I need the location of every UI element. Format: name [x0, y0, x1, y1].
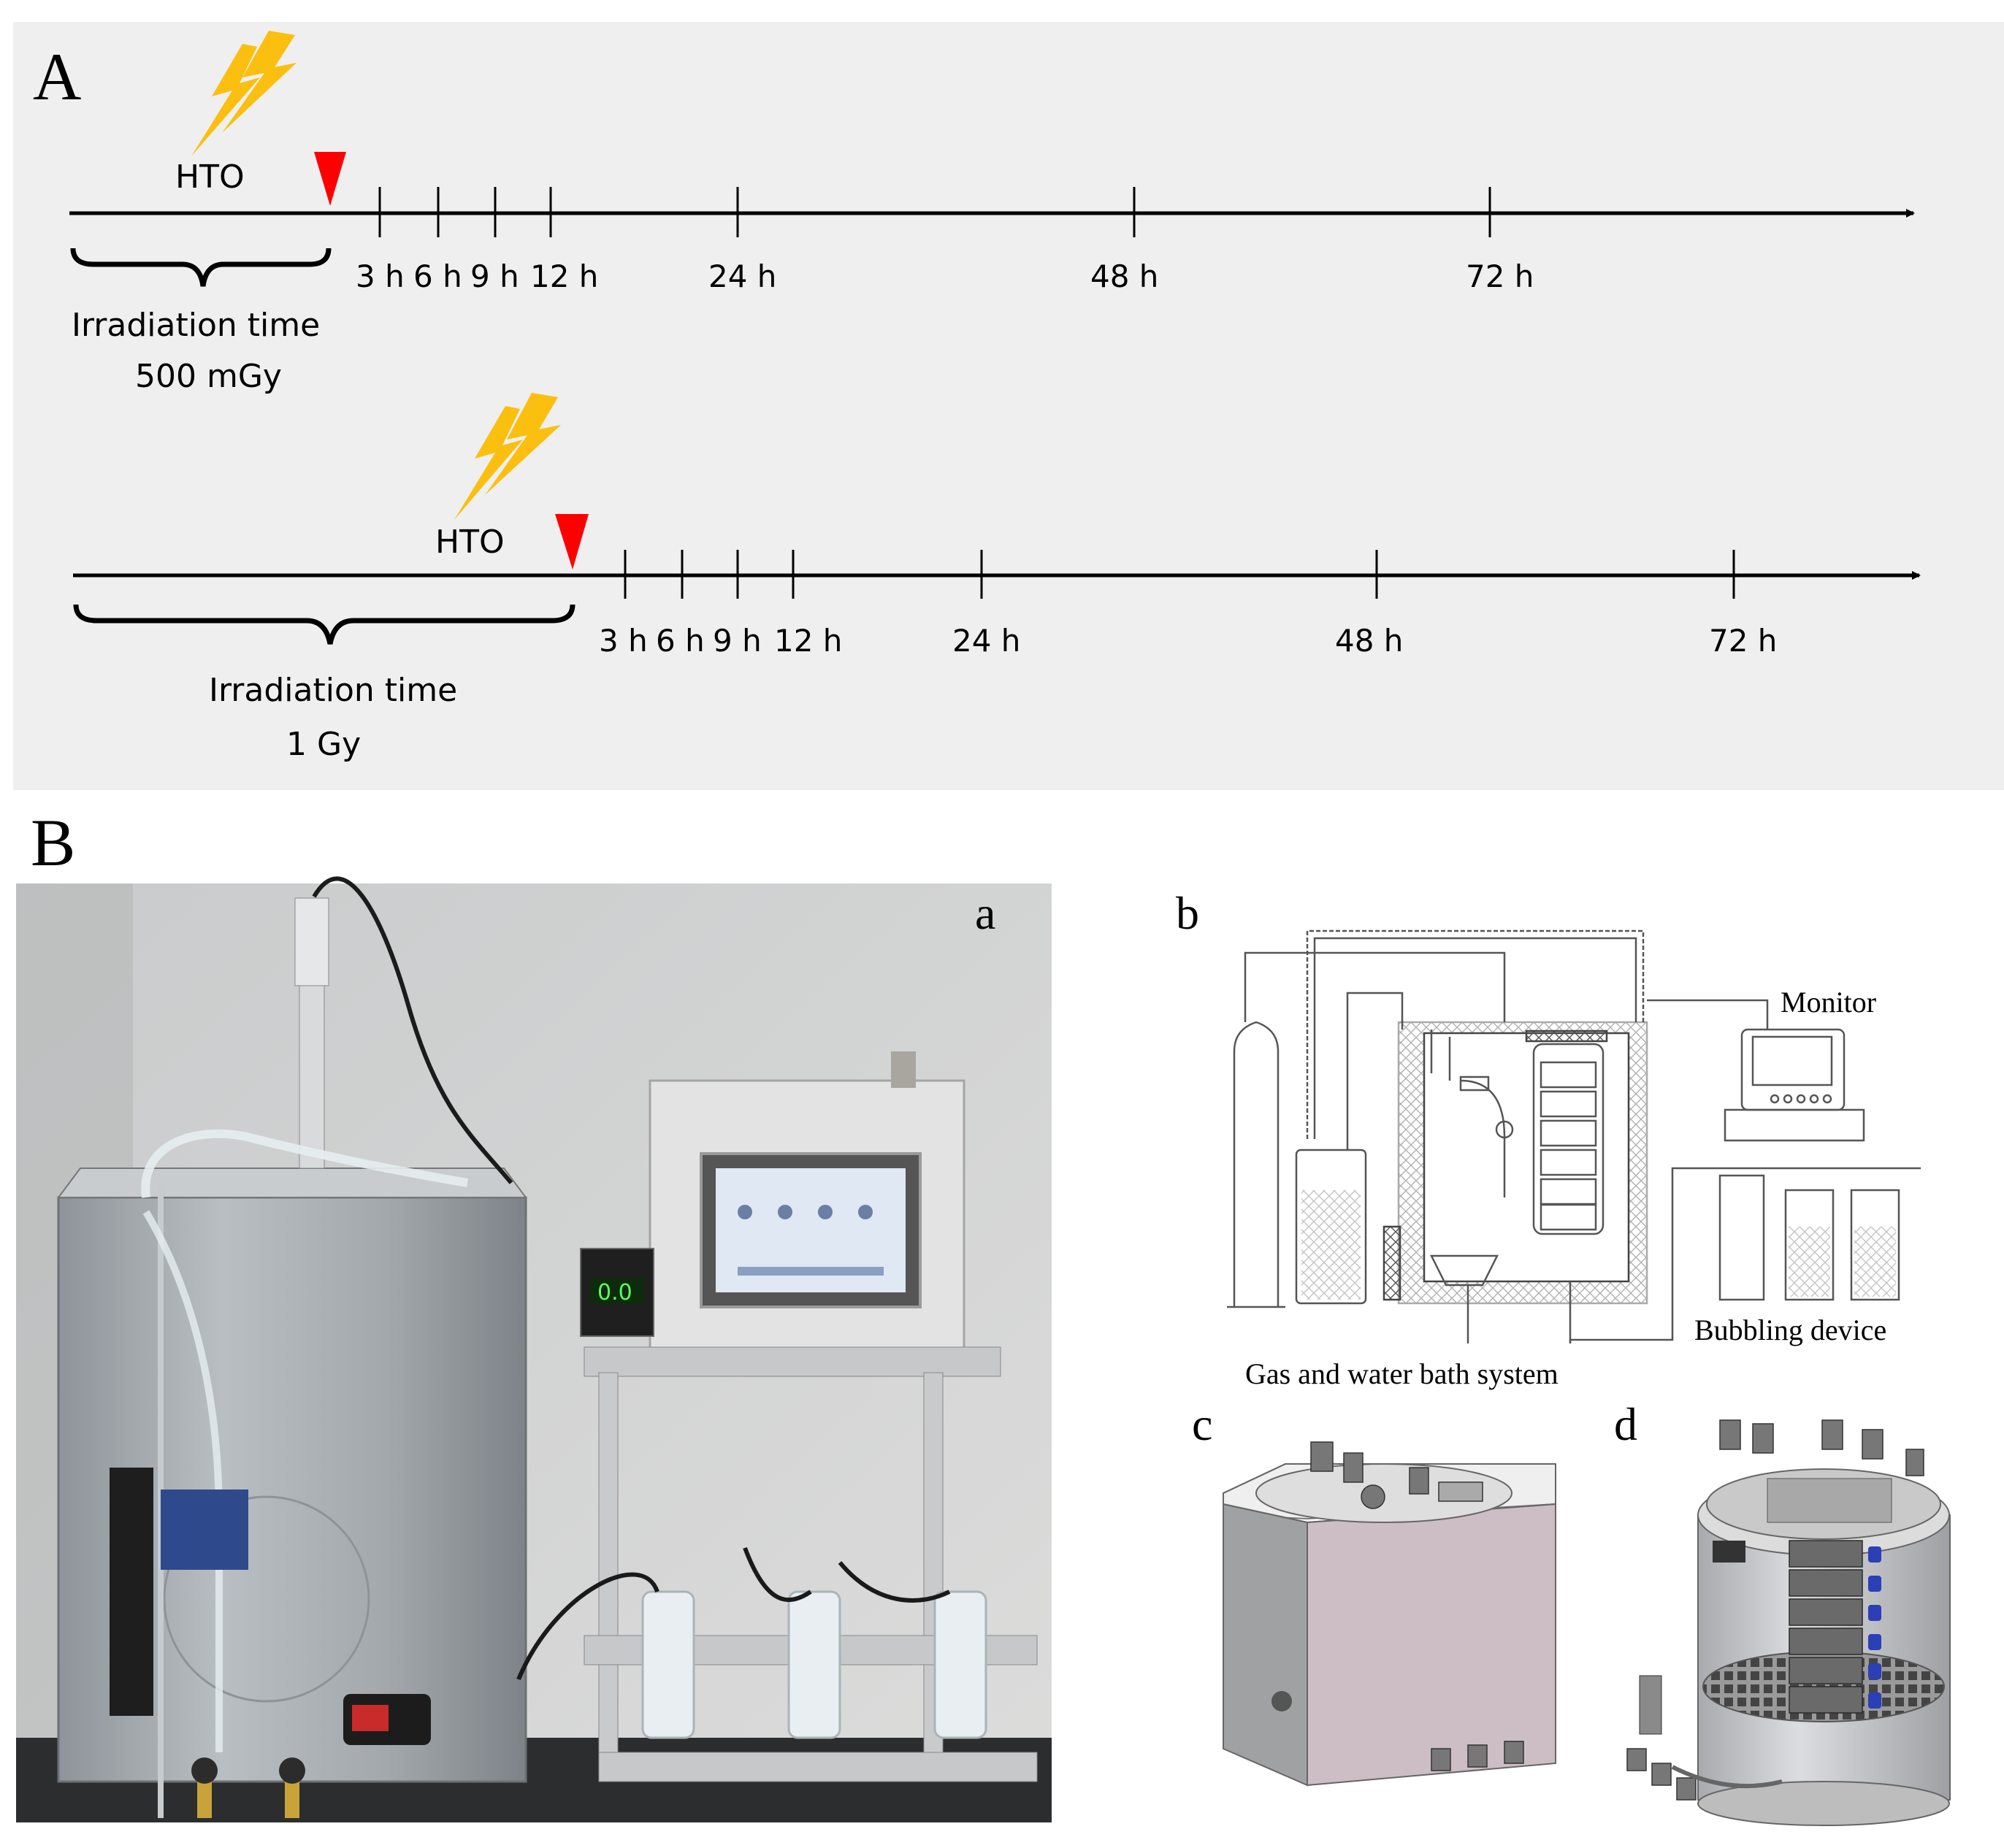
monitor-label: Monitor [1781, 986, 1876, 1019]
sub-panel-letter-b: b [1176, 887, 1199, 939]
panel-b-letter: B [31, 805, 75, 880]
tick-label: 72 h [1466, 258, 1534, 294]
control-unit: 0.0 [516, 1051, 1038, 1782]
lightning-icon [222, 31, 297, 133]
time-zero-marker [555, 514, 589, 570]
time-zero-marker [314, 152, 346, 206]
timeline-500mgy: HTO 3 h 6 h 9 h 12 h 24 h 48 h 72 h [69, 31, 1915, 395]
system-label: Gas and water bath system [1245, 1357, 1559, 1390]
panel-a-letter: A [33, 39, 81, 114]
tick-label: 48 h [1335, 623, 1403, 659]
dose-label: 1 Gy [286, 726, 361, 763]
tick-label: 3 h [356, 258, 405, 294]
sub-panel-letter-a: a [975, 887, 995, 939]
agent-label: HTO [175, 158, 245, 196]
tick-label: 9 h [470, 258, 519, 294]
bracket-title: Irradiation time [209, 672, 457, 709]
tick-label: 6 h [656, 623, 705, 659]
tick-label: 12 h [530, 258, 598, 294]
tick-marks [378, 187, 1491, 237]
dose-label: 500 mGy [135, 358, 282, 395]
tick-label: 72 h [1709, 623, 1777, 659]
monitor-icon [1740, 1028, 1846, 1111]
tick-label: 6 h [413, 258, 462, 294]
tick-label: 48 h [1090, 258, 1158, 294]
tick-label: 12 h [774, 623, 842, 659]
tank-cutaway-rendering: d [1614, 1398, 1951, 1826]
timeline-1gy: HTO 3 h 6 h 9 h 12 h 24 h 48 h 72 h [73, 393, 1921, 763]
panel-b: B [16, 805, 1951, 1826]
irradiation-bracket [73, 604, 575, 645]
agent-label: HTO [435, 524, 505, 561]
panel-a-background [13, 22, 2004, 790]
bubbling-device-label: Bubbling device [1694, 1314, 1886, 1346]
panel-a: A HTO 3 h 6 h 9 h 12 h 24 h [13, 22, 2004, 790]
lightning-icon [454, 406, 523, 520]
system-schematic: b [1176, 887, 1921, 1390]
lightning-icon [485, 393, 561, 495]
tank-exterior-rendering: c [1192, 1398, 1556, 1787]
sub-panel-letter-d: d [1614, 1398, 1637, 1450]
tick-label: 3 h [599, 623, 648, 659]
tick-label: 24 h [952, 623, 1020, 659]
lightning-icon [191, 44, 260, 156]
apparatus-photo: 0.0 a [16, 876, 1052, 1822]
controller-readout: 0.0 [597, 1280, 632, 1306]
tick-marks [624, 550, 1735, 599]
sub-panel-letter-c: c [1192, 1398, 1212, 1450]
irradiation-bracket [70, 248, 332, 287]
tick-label: 24 h [708, 258, 776, 294]
tick-label: 9 h [713, 623, 762, 659]
bracket-title: Irradiation time [72, 307, 320, 344]
